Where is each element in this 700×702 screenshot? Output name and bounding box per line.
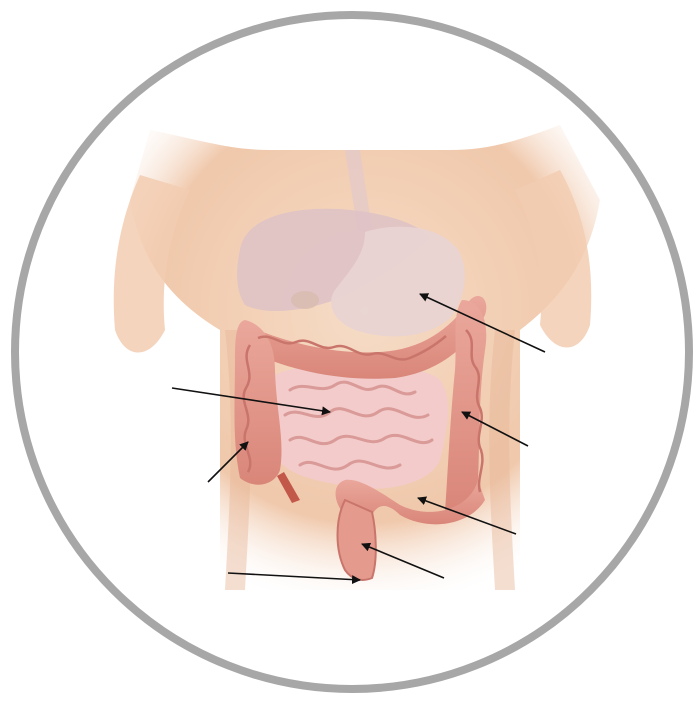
rectum (338, 500, 376, 580)
gallbladder (291, 291, 319, 309)
small-intestine (266, 364, 448, 489)
